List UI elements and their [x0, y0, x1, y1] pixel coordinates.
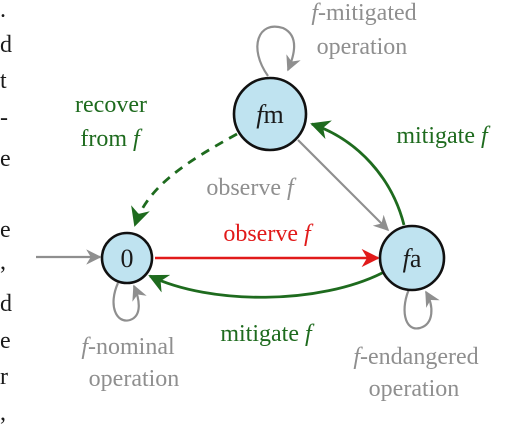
state-fm: fm	[232, 76, 308, 152]
state-fa: fa	[378, 224, 446, 292]
fm-loop-label-line1: f-mitigated	[311, 0, 416, 26]
recover-label-line2: from f	[80, 126, 143, 152]
state-fa-label: fa	[403, 244, 422, 273]
fm-self-loop	[256, 25, 301, 77]
margin-glyph: e	[0, 328, 11, 354]
state-zero-circle	[100, 231, 154, 285]
zero-loop-label-line1: f-nominal	[81, 334, 175, 360]
mitigate-top-arrow	[310, 120, 406, 226]
margin-glyph: t	[0, 68, 7, 94]
zero-self-loop	[112, 282, 147, 322]
margin-glyph: r	[0, 364, 8, 390]
observe-red-label: observe f	[223, 221, 314, 247]
recover-label-line1: recover	[75, 92, 147, 118]
state-fm-label: fm	[256, 100, 283, 129]
recover-arrow	[131, 132, 238, 227]
margin-glyph: d	[0, 291, 12, 317]
fa-loop-label-line2: operation	[369, 376, 460, 402]
mitigate-top-label: mitigate f	[396, 123, 491, 149]
zero-loop-label-line2: operation	[89, 366, 180, 392]
observe-gray-label: observe f	[206, 175, 297, 201]
fm-loop-label-line2: operation	[317, 34, 408, 60]
mitigate-bottom-arrow	[148, 270, 385, 299]
margin-glyph: ,	[0, 249, 6, 275]
margin-glyph: d	[0, 32, 12, 58]
margin-glyph: ,	[0, 400, 6, 426]
state-fm-circle	[232, 76, 308, 152]
observe-gray-arrow	[297, 139, 390, 232]
fa-self-loop	[403, 286, 440, 330]
state-zero: 0	[100, 231, 154, 285]
margin-glyph: e	[0, 146, 11, 172]
margin-text: . d t - e e , d e r ,	[0, 0, 12, 426]
mitigate-bottom-label: mitigate f	[220, 321, 315, 347]
margin-glyph: -	[0, 105, 8, 131]
margin-glyph: e	[0, 217, 11, 243]
margin-glyph: .	[0, 0, 6, 23]
fa-loop-label-line1: f-endangered	[353, 344, 478, 370]
state-zero-label: 0	[121, 244, 134, 273]
state-fa-circle	[378, 224, 446, 292]
